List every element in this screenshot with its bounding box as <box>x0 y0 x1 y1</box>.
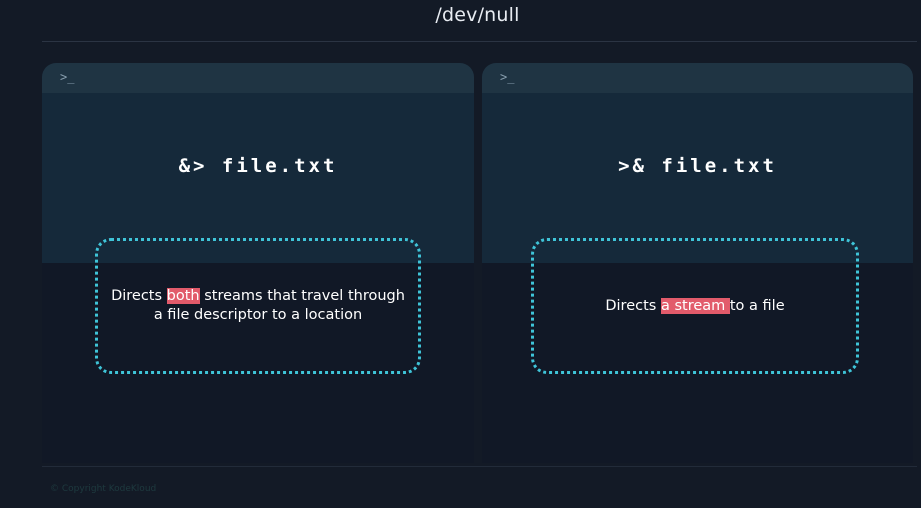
description-callout-right: Directs a stream to a file <box>531 238 859 374</box>
terminal-panel-left: >_ &> file.txt <box>42 63 474 463</box>
highlighted-word: both <box>166 288 200 304</box>
terminal-prompt-icon: >_ <box>60 70 75 84</box>
highlighted-phrase: a stream <box>660 297 730 314</box>
terminal-header: >_ <box>482 63 913 93</box>
page-title: /dev/null <box>435 4 520 26</box>
description-prefix: Directs <box>605 297 661 314</box>
terminal-header: >_ <box>42 63 474 93</box>
terminal-body <box>42 93 474 263</box>
terminal-body <box>482 93 913 263</box>
description-suffix: to a file <box>729 297 785 314</box>
description-line-2: a file descriptor to a location <box>153 307 363 323</box>
command-text: >& file.txt <box>618 155 777 177</box>
description-text: Directs a stream to a file <box>595 297 794 316</box>
terminal-panel-right: >_ >& file.txt <box>482 63 913 463</box>
description-callout-left: Directs both streams that travel through… <box>95 238 421 374</box>
description-suffix: streams that travel through <box>199 288 405 304</box>
description-text: Directs both streams that travel through… <box>101 287 415 325</box>
command-text: &> file.txt <box>178 155 338 177</box>
title-divider <box>42 41 917 42</box>
description-prefix: Directs <box>111 288 167 304</box>
footer-divider <box>42 466 917 467</box>
terminal-prompt-icon: >_ <box>500 70 515 84</box>
copyright-text: © Copyright KodeKloud <box>50 484 157 494</box>
